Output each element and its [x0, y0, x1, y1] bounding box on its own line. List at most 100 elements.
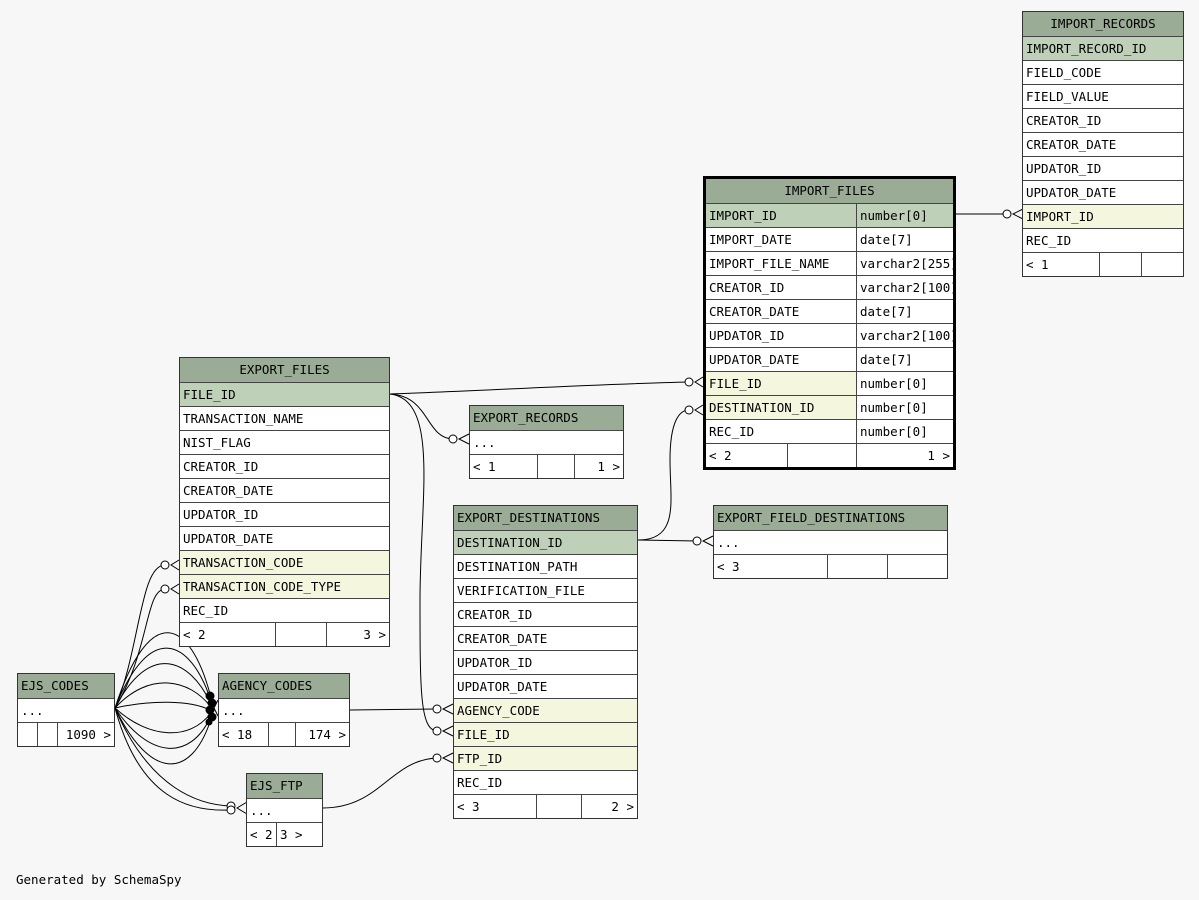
column-name: REC_ID — [1026, 233, 1072, 248]
parents-count[interactable]: < 2 — [247, 823, 277, 846]
rows-count — [788, 444, 857, 467]
table-title: EXPORT_RECORDS — [470, 406, 623, 430]
column-name: CREATOR_ID — [1026, 113, 1102, 128]
rows-count — [276, 623, 327, 646]
column-type: number[0] — [860, 208, 928, 223]
column-name: FIELD_VALUE — [1026, 89, 1109, 104]
generator-credit[interactable]: Generated by SchemaSpy — [16, 872, 182, 887]
rows-count — [537, 795, 582, 818]
link-file-id-import — [389, 381, 690, 395]
parents-count[interactable]: < 3 — [454, 795, 537, 818]
column-name: IMPORT_RECORD_ID — [1026, 41, 1147, 56]
column-name: CREATOR_DATE — [183, 483, 274, 498]
column-type: varchar2[100] — [860, 328, 953, 343]
column-name: DESTINATION_PATH — [457, 559, 578, 574]
column-name: IMPORT_DATE — [706, 228, 857, 251]
column-name: FTP_ID — [457, 751, 503, 766]
table-footer: < 1 — [1023, 252, 1183, 276]
column-name: UPDATOR_DATE — [183, 531, 274, 546]
table-footer: < 18 174 > — [219, 722, 349, 746]
column-name: FILE_ID — [706, 372, 857, 395]
rows-count — [828, 555, 888, 578]
table-export-destinations[interactable]: EXPORT_DESTINATIONS DESTINATION_ID DESTI… — [453, 505, 638, 819]
table-ejs-codes[interactable]: EJS_CODES ... 1090 > — [17, 673, 115, 747]
children-count[interactable]: 1090 > — [65, 727, 111, 742]
column-name: ... — [21, 703, 44, 718]
children-count[interactable]: 3 > — [280, 827, 303, 842]
table-footer: 1090 > — [18, 722, 114, 746]
children-count[interactable] — [1142, 253, 1183, 276]
rows-count — [269, 723, 296, 746]
children-count[interactable]: 1 > — [597, 459, 620, 474]
column-name: TRANSACTION_CODE — [183, 555, 304, 570]
column-name: ... — [717, 535, 740, 550]
link-destination-id-import — [637, 409, 690, 541]
table-title: AGENCY_CODES — [219, 674, 349, 698]
parents-count[interactable] — [18, 723, 38, 746]
link-file-id-destinations — [389, 393, 438, 732]
column-name: IMPORT_ID — [1026, 209, 1094, 224]
children-count[interactable]: 3 > — [363, 627, 386, 642]
column-type: date[7] — [860, 304, 913, 319]
column-name: IMPORT_FILE_NAME — [706, 252, 857, 275]
column-name: CREATOR_ID — [183, 459, 259, 474]
column-name: CREATOR_DATE — [457, 631, 548, 646]
column-name: UPDATOR_ID — [1026, 161, 1102, 176]
table-footer: < 2 3 > — [247, 822, 322, 846]
table-footer: < 3 — [714, 554, 947, 578]
table-footer: < 2 1 > — [706, 443, 953, 467]
column-name: DESTINATION_ID — [457, 535, 563, 550]
table-title: EXPORT_FILES — [180, 358, 389, 382]
rows-count — [38, 723, 58, 746]
parents-count[interactable]: < 1 — [470, 455, 538, 478]
table-ejs-ftp[interactable]: EJS_FTP ... < 2 3 > — [246, 773, 323, 847]
column-name: ... — [473, 435, 496, 450]
table-title: IMPORT_FILES — [706, 179, 953, 203]
rows-count — [538, 455, 575, 478]
parents-count[interactable]: < 18 — [219, 723, 269, 746]
column-name: CREATOR_DATE — [706, 300, 857, 323]
column-type: varchar2[255] — [860, 256, 953, 271]
column-name: REC_ID — [706, 420, 857, 443]
parents-count[interactable]: < 1 — [1023, 253, 1100, 276]
table-footer: < 3 2 > — [454, 794, 637, 818]
column-name: DESTINATION_ID — [706, 396, 857, 419]
column-name: UPDATOR_DATE — [1026, 185, 1117, 200]
column-name: TRANSACTION_NAME — [183, 411, 304, 426]
children-count[interactable]: 174 > — [308, 727, 346, 742]
table-title: EXPORT_FIELD_DESTINATIONS — [714, 506, 947, 530]
parents-count[interactable]: < 2 — [180, 623, 276, 646]
children-count[interactable] — [888, 555, 947, 578]
column-name: AGENCY_CODE — [457, 703, 540, 718]
column-type: number[0] — [860, 424, 928, 439]
column-name: UPDATOR_ID — [706, 324, 857, 347]
column-name: FILE_ID — [183, 387, 236, 402]
column-name: CREATOR_ID — [457, 607, 533, 622]
column-name: UPDATOR_DATE — [457, 679, 548, 694]
table-title: EJS_FTP — [247, 774, 322, 798]
children-count[interactable]: 1 > — [927, 448, 950, 463]
table-import-records[interactable]: IMPORT_RECORDS IMPORT_RECORD_ID FIELD_CO… — [1022, 11, 1184, 277]
column-name: CREATOR_DATE — [1026, 137, 1117, 152]
column-name: FILE_ID — [457, 727, 510, 742]
column-type: date[7] — [860, 232, 913, 247]
table-export-records[interactable]: EXPORT_RECORDS ... < 1 1 > — [469, 405, 624, 479]
column-name: CREATOR_ID — [706, 276, 857, 299]
children-count[interactable]: 2 > — [611, 799, 634, 814]
table-title: IMPORT_RECORDS — [1023, 12, 1183, 36]
column-type: varchar2[100] — [860, 280, 953, 295]
table-export-files[interactable]: EXPORT_FILES FILE_ID TRANSACTION_NAME NI… — [179, 357, 390, 647]
table-footer: < 2 3 > — [180, 622, 389, 646]
parents-count[interactable]: < 3 — [714, 555, 828, 578]
column-type: number[0] — [857, 396, 953, 419]
parents-count[interactable]: < 2 — [706, 444, 788, 467]
link-ftp-id — [322, 757, 438, 809]
column-type: date[7] — [860, 352, 913, 367]
link-file-id-export-records — [389, 393, 454, 440]
column-name: IMPORT_ID — [706, 204, 857, 227]
column-name: REC_ID — [183, 603, 229, 618]
table-agency-codes[interactable]: AGENCY_CODES ... < 18 174 > — [218, 673, 350, 747]
table-export-field-destinations[interactable]: EXPORT_FIELD_DESTINATIONS ... < 3 — [713, 505, 948, 579]
